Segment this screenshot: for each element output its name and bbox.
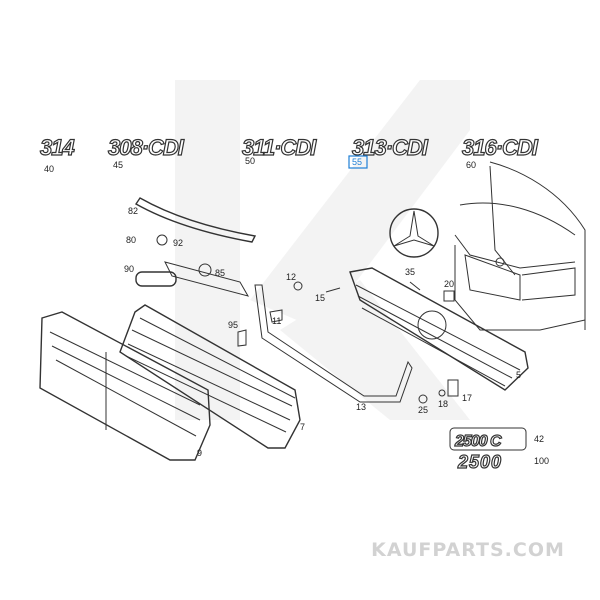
svg-text:2500 C: 2500 C xyxy=(454,433,502,450)
part-82-trim-strip: 82 xyxy=(128,197,257,243)
svg-text:11: 11 xyxy=(272,316,281,326)
part-35-screw: 35 xyxy=(405,267,421,291)
svg-text:25: 25 xyxy=(418,405,428,415)
svg-text:7: 7 xyxy=(300,422,305,432)
ref-50: 50 xyxy=(245,156,255,166)
svg-text:18: 18 xyxy=(438,399,448,409)
emblem-2500: 2500 100 xyxy=(456,451,549,472)
part-17-bracket: 17 xyxy=(447,379,472,403)
svg-text:15: 15 xyxy=(315,293,325,303)
part-7-grille-middle: 7 xyxy=(119,304,305,449)
part-15-screw: 15 xyxy=(315,287,341,303)
svg-text:5: 5 xyxy=(516,370,521,380)
svg-text:12: 12 xyxy=(286,272,296,282)
part-12-clip: 12 xyxy=(286,272,303,291)
ref-60: 60 xyxy=(466,160,476,170)
ref-45: 45 xyxy=(113,160,123,170)
van-front-outline xyxy=(454,161,586,331)
svg-text:17: 17 xyxy=(462,393,472,403)
svg-text:82: 82 xyxy=(128,206,138,216)
svg-text:80: 80 xyxy=(126,235,136,245)
part-92-star-emblem: 80 92 xyxy=(126,234,183,248)
badge-313-cdi: 313·CDI 55 xyxy=(348,134,430,169)
svg-text:92: 92 xyxy=(173,238,183,248)
part-95-bracket: 95 xyxy=(228,320,247,347)
part-13-frame: 13 xyxy=(254,284,413,412)
svg-text:85: 85 xyxy=(215,268,225,278)
badge-314: 314 40 xyxy=(39,134,76,174)
watermark-logo xyxy=(175,80,470,420)
svg-text:100: 100 xyxy=(534,456,549,466)
part-25-screw: 25 xyxy=(418,394,428,415)
badge-308-cdi: 308·CDI 45 xyxy=(107,134,186,170)
svg-text:9: 9 xyxy=(197,448,202,458)
ref-40: 40 xyxy=(44,164,54,174)
part-9-grille-left: 9 xyxy=(39,311,211,461)
svg-text:13: 13 xyxy=(356,402,366,412)
part-5-grille-right: 5 xyxy=(349,267,529,391)
badge-316-cdi: 316·CDI 60 xyxy=(461,134,540,170)
watermark-text: KAUFPARTS.COM xyxy=(371,539,565,561)
svg-text:311·CDI: 311·CDI xyxy=(242,135,317,160)
highlight-box xyxy=(348,155,368,169)
svg-text:95: 95 xyxy=(228,320,238,330)
part-20-clip: 20 xyxy=(443,279,455,302)
part-11-bracket: 11 xyxy=(269,309,283,326)
star-emblem xyxy=(389,208,439,258)
svg-text:2500: 2500 xyxy=(457,452,502,472)
svg-text:308·CDI: 308·CDI xyxy=(108,135,185,160)
svg-text:314: 314 xyxy=(40,135,74,160)
svg-text:42: 42 xyxy=(534,434,544,444)
part-90-nameplate: 90 xyxy=(124,261,250,297)
svg-text:316·CDI: 316·CDI xyxy=(462,135,539,160)
svg-text:35: 35 xyxy=(405,267,415,277)
svg-text:90: 90 xyxy=(124,264,134,274)
part-85-logo: 85 xyxy=(198,263,225,278)
emblem-2500c: 2500 C 42 xyxy=(449,427,544,451)
part-18-washer: 18 xyxy=(438,389,448,409)
svg-text:20: 20 xyxy=(444,279,454,289)
ref-55: 55 xyxy=(352,157,362,167)
badge-311-cdi: 311·CDI 50 xyxy=(241,134,318,166)
